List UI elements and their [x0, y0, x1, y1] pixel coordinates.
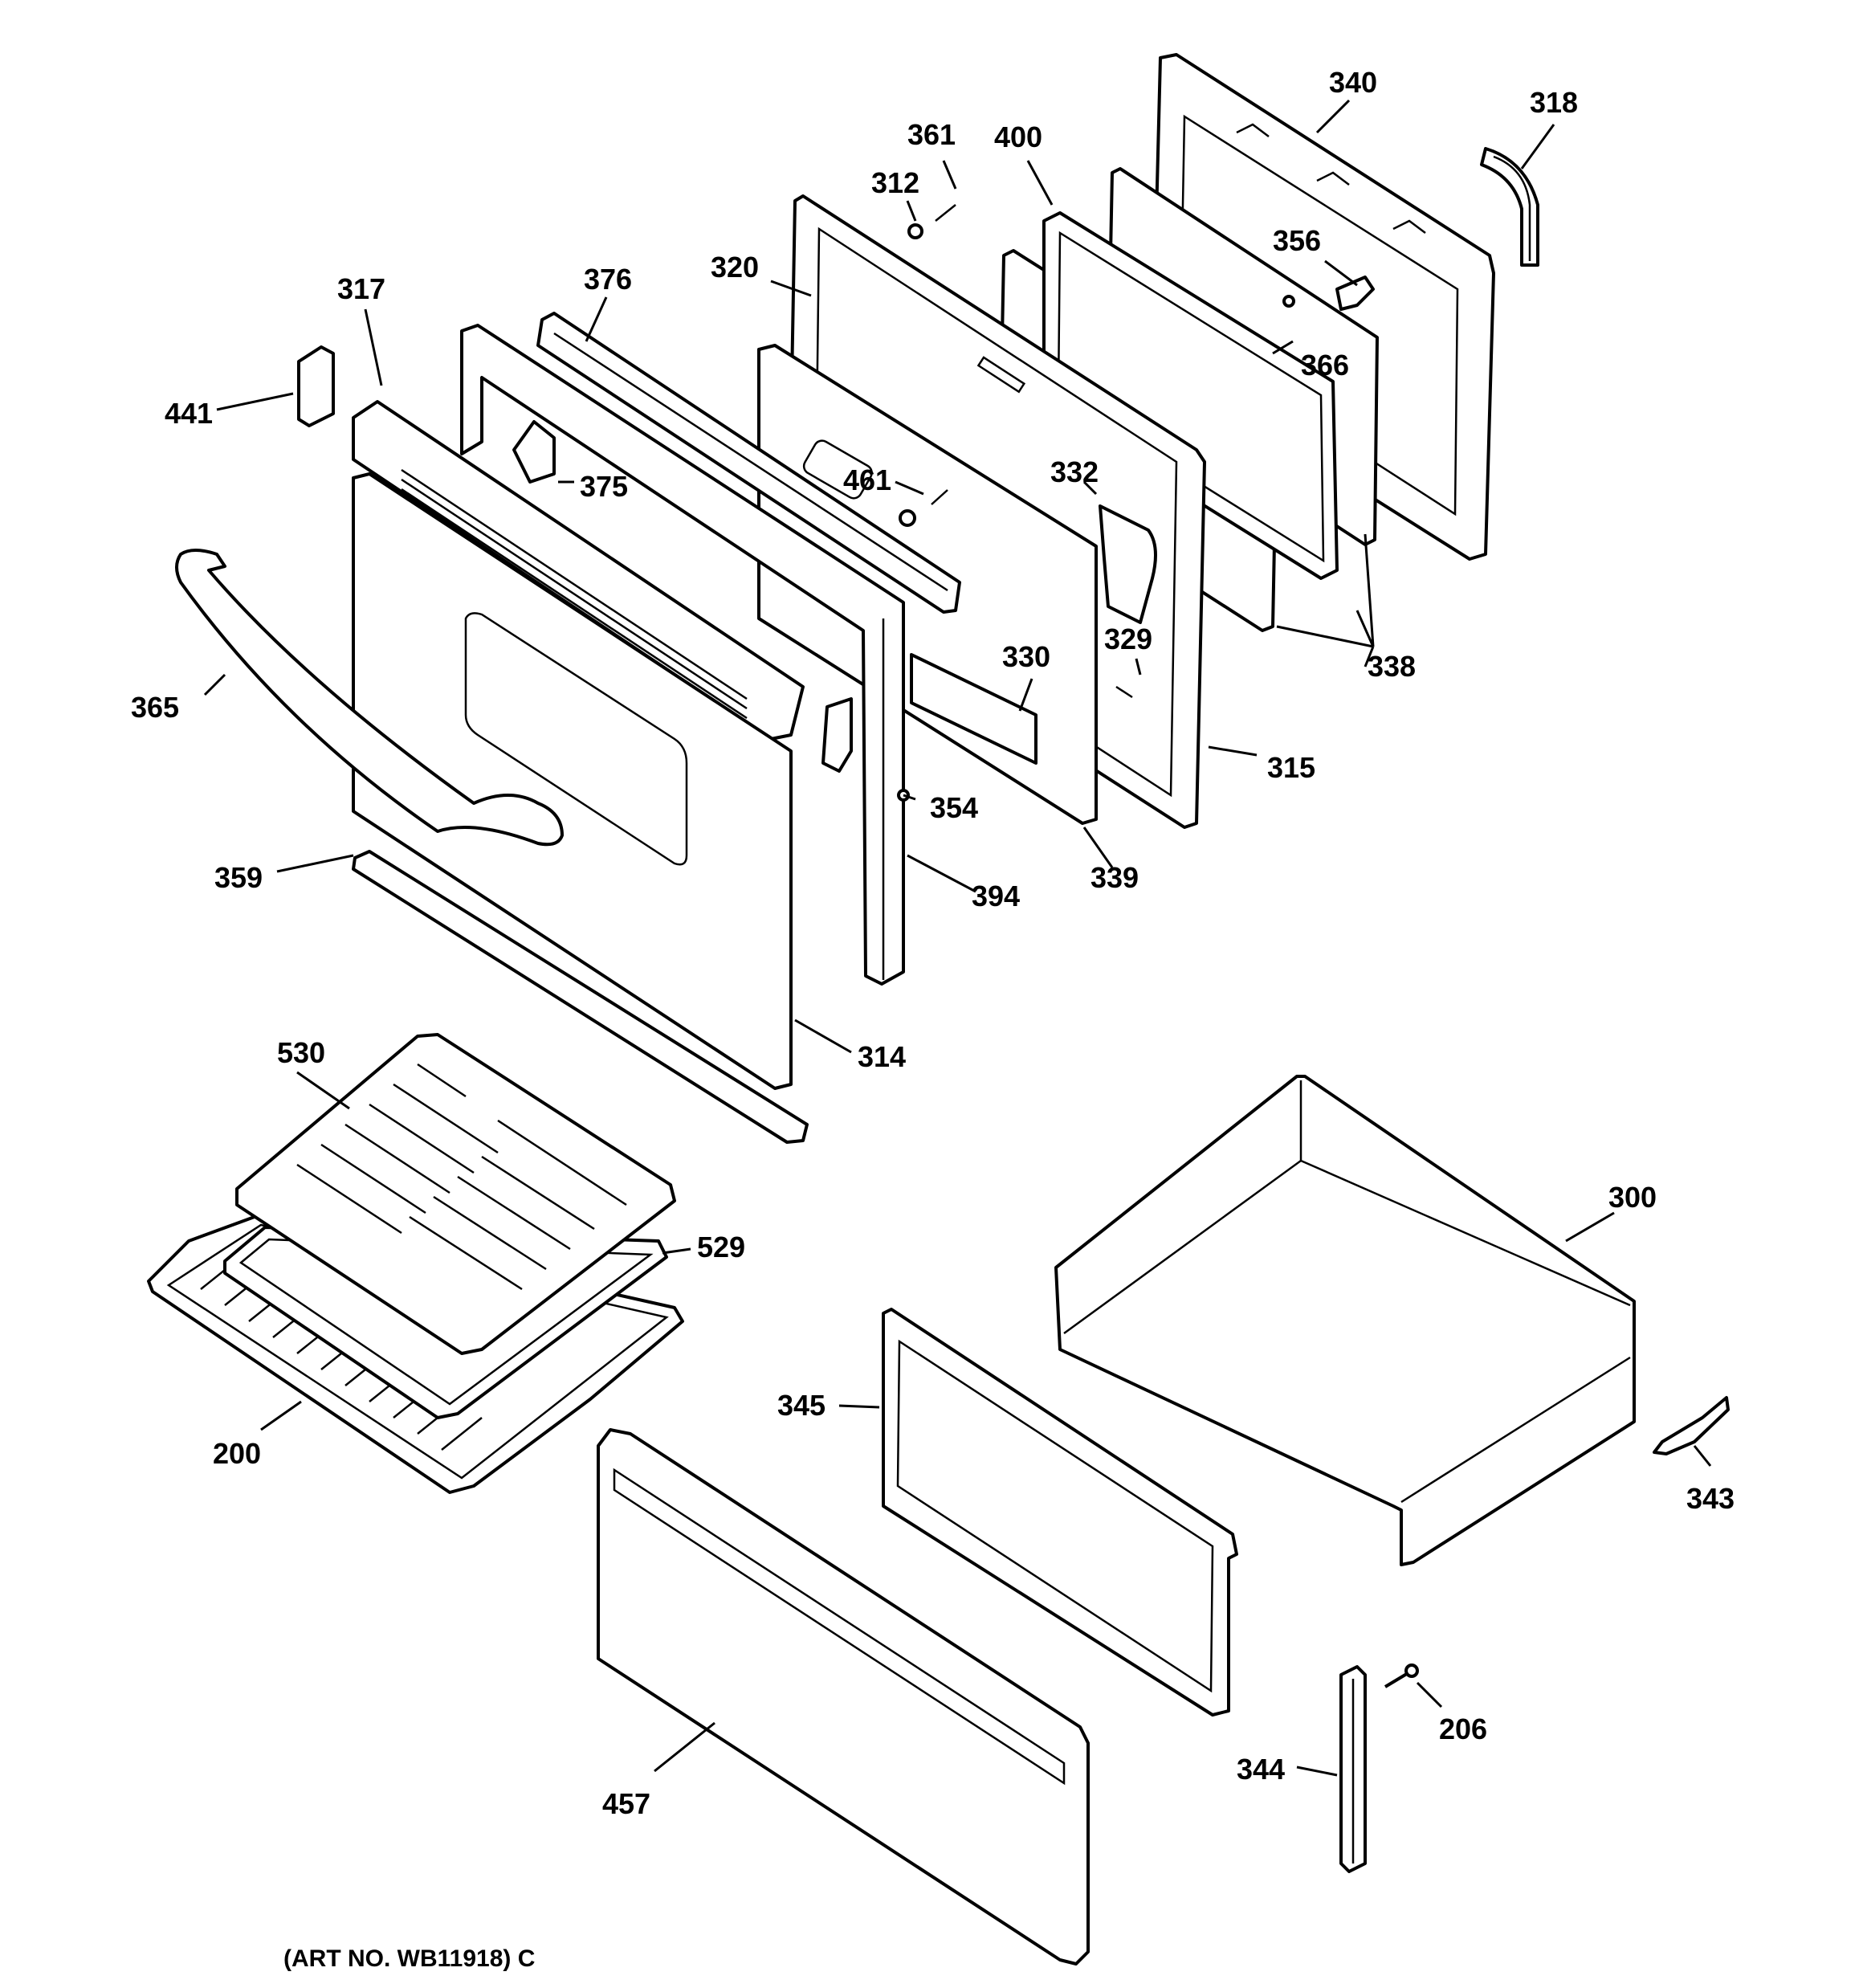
part-361-screw	[935, 204, 956, 222]
callout-300: 300	[1608, 1181, 1657, 1214]
callout-441: 441	[165, 397, 213, 430]
fasteners	[897, 204, 1295, 802]
callout-339: 339	[1090, 861, 1139, 894]
part-376-vent-trim	[536, 312, 961, 614]
callout-356: 356	[1273, 224, 1321, 257]
leader-lines	[203, 99, 1712, 1777]
part-312-washer	[907, 223, 923, 239]
callout-labels: 340 318 361 400 312 356 320 376 317 366 …	[131, 66, 1735, 1820]
callout-330: 330	[1002, 640, 1050, 673]
part-461-nut	[899, 509, 916, 527]
part-314-outer-door	[352, 472, 793, 1090]
callout-530: 530	[277, 1036, 325, 1069]
callout-312: 312	[871, 166, 919, 199]
callout-315: 315	[1267, 751, 1315, 784]
callout-317: 317	[337, 272, 385, 305]
callout-394: 394	[972, 880, 1020, 912]
part-354-hinge	[821, 697, 853, 773]
callout-345: 345	[777, 1389, 826, 1422]
callout-375: 375	[580, 470, 628, 503]
callout-457: 457	[602, 1787, 650, 1820]
callout-200: 200	[213, 1437, 261, 1470]
part-318-gasket	[1480, 147, 1539, 267]
grid-slots	[296, 1063, 627, 1291]
callout-354: 354	[930, 791, 978, 824]
part-343-drawer-stop	[1653, 1396, 1730, 1455]
part-359-door-bottom-trim	[352, 850, 809, 1144]
callout-461: 461	[843, 463, 891, 496]
part-300-drawer-body	[1054, 1075, 1636, 1566]
callout-400: 400	[994, 120, 1042, 153]
callout-343: 343	[1686, 1482, 1735, 1515]
part-441-clip	[297, 345, 335, 427]
part-461-screw	[931, 489, 948, 505]
callout-366: 366	[1301, 349, 1349, 382]
part-366-screw	[1282, 295, 1295, 308]
callout-318: 318	[1530, 86, 1578, 119]
callout-344: 344	[1237, 1753, 1285, 1786]
part-375-bracket	[512, 420, 556, 484]
callout-338: 338	[1368, 650, 1416, 683]
part-394-door-side-frame	[460, 324, 905, 986]
part-330-window-panel	[910, 653, 1037, 765]
callout-329: 329	[1104, 623, 1152, 655]
callout-332: 332	[1050, 455, 1099, 488]
callout-376: 376	[584, 263, 632, 296]
art-number: (ART NO. WB11918) C	[283, 1945, 535, 1972]
callout-314: 314	[858, 1040, 906, 1073]
part-345-drawer-panel	[882, 1308, 1238, 1717]
callout-320: 320	[711, 251, 759, 284]
callout-365: 365	[131, 691, 179, 724]
callout-359: 359	[214, 861, 263, 894]
callout-529: 529	[697, 1231, 745, 1263]
callout-206: 206	[1439, 1712, 1487, 1745]
part-344-drawer-slide	[1339, 1665, 1367, 1873]
part-332-insulation-block	[1099, 504, 1157, 624]
part-365-door-handle	[175, 549, 564, 847]
part-530-broiler-grid	[235, 1033, 676, 1355]
part-457-drawer-front	[597, 1428, 1090, 1966]
part-356-hinge-bracket	[1335, 276, 1375, 311]
part-329-screw	[1115, 685, 1133, 699]
callout-340: 340	[1329, 66, 1377, 99]
callout-361: 361	[907, 118, 956, 151]
part-206-screw	[1384, 1663, 1419, 1688]
